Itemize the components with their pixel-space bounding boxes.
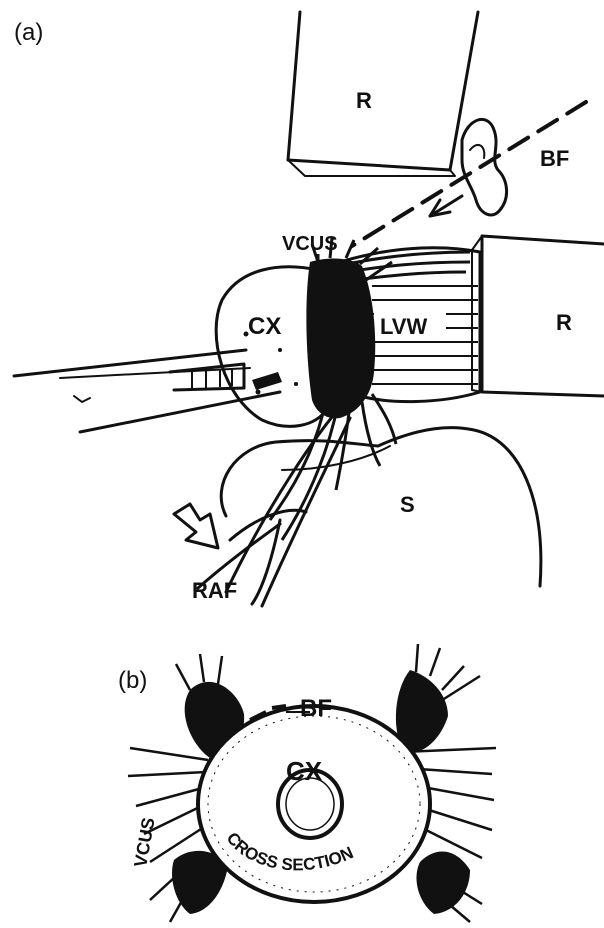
panel-a: (a) R BF R <box>14 12 604 606</box>
panel-a-label: (a) <box>14 19 43 46</box>
tissue-fold <box>462 119 507 215</box>
bf-pointer: BF <box>352 102 586 246</box>
cannula <box>14 350 282 432</box>
panel-b: (b) <box>118 644 496 922</box>
raf-vessel: RAF <box>192 410 350 606</box>
lvw-label: LVW <box>380 314 427 339</box>
panel-b-label: (b) <box>118 667 147 694</box>
s-label: S <box>400 492 415 517</box>
cx-label: CX <box>248 313 281 340</box>
vcus-label-b: VCUS <box>130 816 158 869</box>
vcus-label: VCUS <box>282 233 338 255</box>
raf-arrow <box>174 504 218 548</box>
retractor-right-label: R <box>556 310 572 335</box>
raf-label: RAF <box>192 578 237 603</box>
retractor-top: R <box>288 12 478 176</box>
retractor-top-label: R <box>356 88 372 113</box>
cx-label-b: CX <box>286 756 323 786</box>
retractor-right: R <box>472 236 604 396</box>
bf-label: BF <box>540 146 569 171</box>
bf-label-b: BF <box>300 695 332 722</box>
